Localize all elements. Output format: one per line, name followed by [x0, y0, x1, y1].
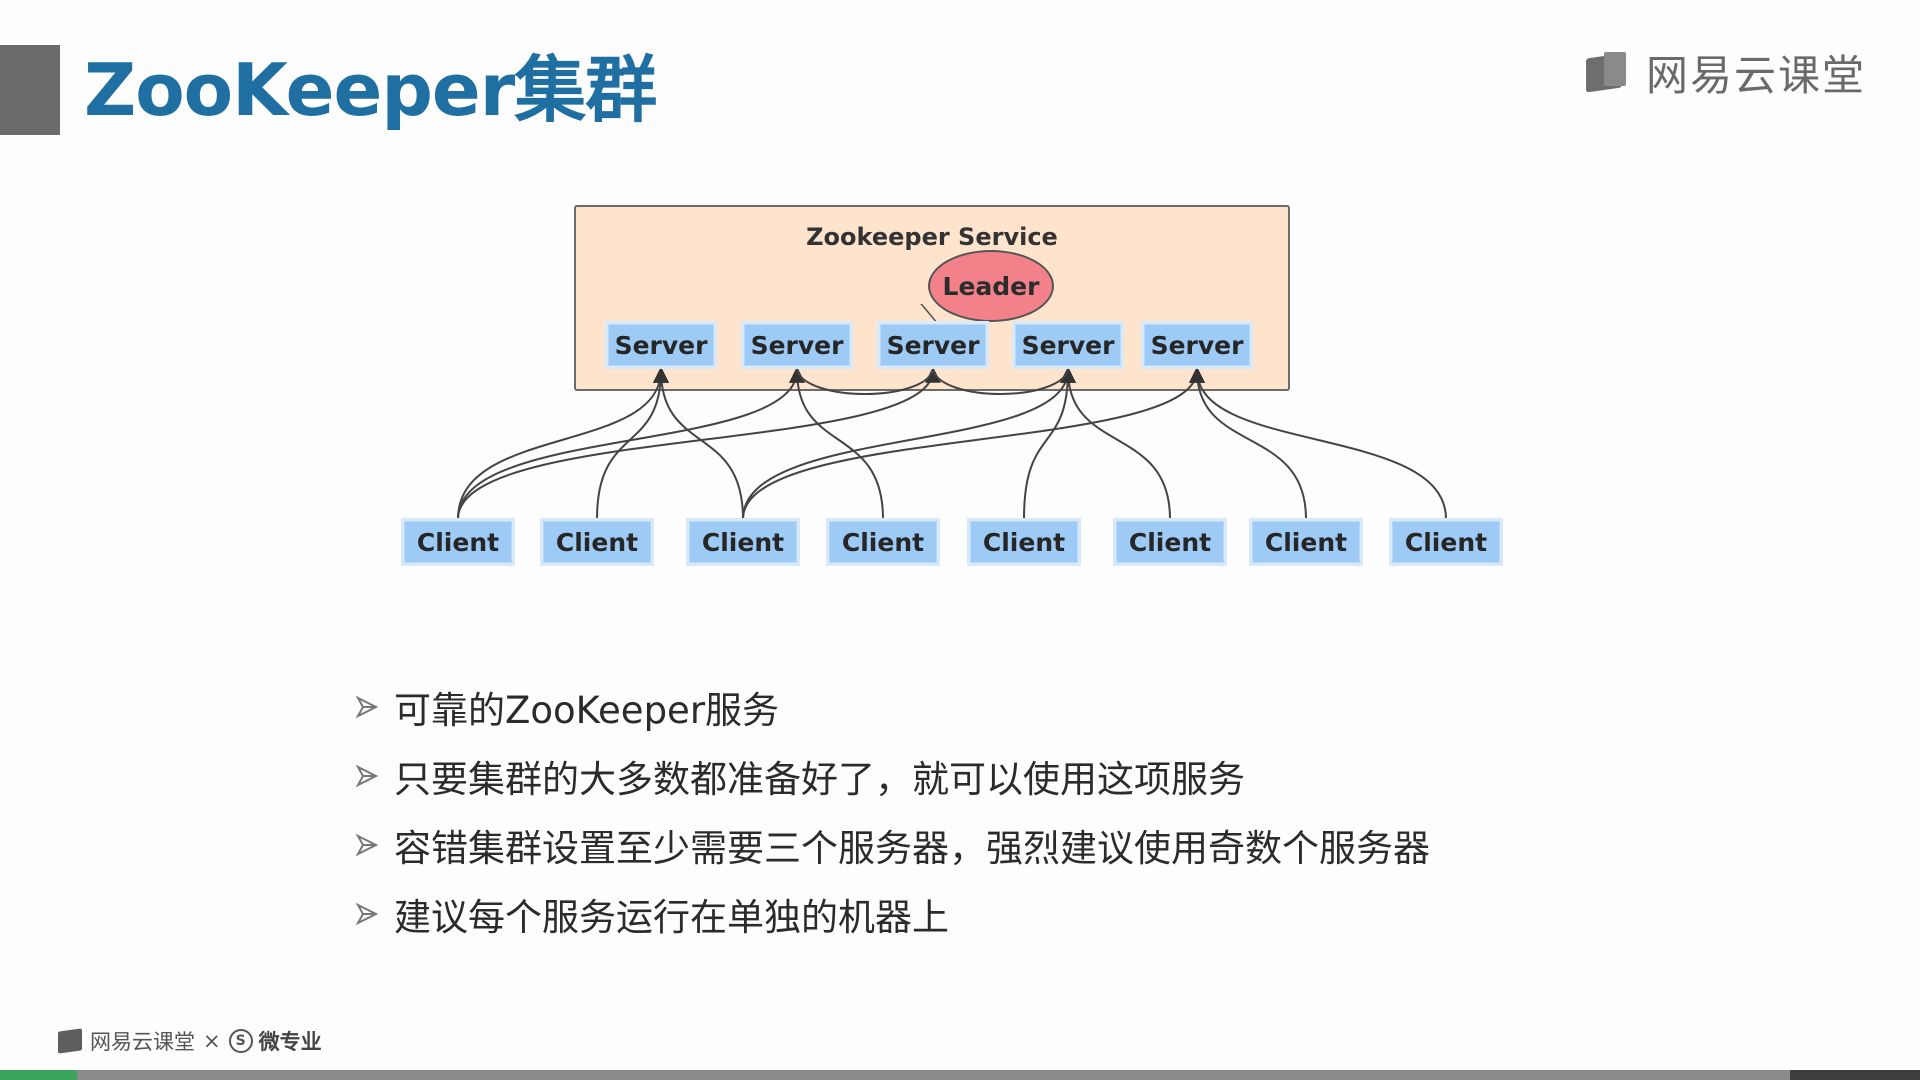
client-server-link [457, 366, 805, 520]
client-server-link [1189, 366, 1307, 520]
client-server-link [457, 366, 941, 520]
server-sync-link [796, 369, 934, 395]
client-node: Client [829, 521, 937, 563]
leader-bubble: Leader [928, 250, 1054, 322]
client-server-link [789, 366, 884, 520]
server-sync-link [932, 369, 1069, 395]
arrowhead-icon [352, 692, 382, 722]
footer-branding: 网易云课堂 × S 微专业 [58, 1026, 322, 1056]
book-icon [1586, 51, 1630, 94]
client-server-link [1023, 366, 1076, 520]
client-node: Client [543, 521, 651, 563]
client-node: Client [1392, 521, 1500, 563]
bullet-text: 容错集群设置至少需要三个服务器，强烈建议使用奇数个服务器 [394, 826, 1430, 870]
bullet-text: 建议每个服务运行在单独的机器上 [394, 895, 949, 939]
footer-partner: 微专业 [258, 1030, 322, 1054]
partner-logo-icon: S [228, 1029, 253, 1053]
client-server-link [1060, 366, 1171, 520]
client-node: Client [1252, 521, 1360, 563]
server-node: Server [608, 324, 714, 366]
server-node: Server [744, 324, 850, 366]
footer-separator: × [203, 1029, 221, 1053]
server-node: Server [1015, 324, 1121, 366]
footer-brand: 网易云课堂 [90, 1030, 195, 1054]
progress-fill [0, 1070, 77, 1080]
bullet-item: 可靠的ZooKeeper服务 [352, 672, 1430, 741]
server-node: Server [1144, 324, 1250, 366]
client-node: Client [970, 521, 1078, 563]
client-server-link [1189, 366, 1447, 520]
service-label: Zookeeper Service [806, 223, 1058, 251]
book-icon [58, 1028, 82, 1054]
client-server-link [742, 366, 1076, 520]
bullet-item: 建议每个服务运行在单独的机器上 [352, 879, 1430, 948]
client-node: Client [689, 521, 797, 563]
brand-name: 网易云课堂 [1645, 51, 1866, 100]
client-server-link [742, 366, 1205, 520]
video-progress-bar[interactable] [0, 1070, 1920, 1080]
arrowhead-icon [352, 830, 382, 860]
slide-title: ZooKeeper集群 [84, 48, 657, 132]
client-server-link [457, 366, 669, 520]
progress-buffer-end [1790, 1070, 1920, 1080]
arrowhead-icon [352, 761, 382, 791]
zookeeper-diagram: Zookeeper Service Leader Server Server Ser… [380, 195, 1520, 575]
bullet-list: 可靠的ZooKeeper服务 只要集群的大多数都准备好了，就可以使用这项服务 容… [352, 672, 1430, 948]
server-node: Server [880, 324, 986, 366]
client-node: Client [1116, 521, 1224, 563]
bullet-item: 只要集群的大多数都准备好了，就可以使用这项服务 [352, 741, 1430, 810]
brand-logo: 网易云课堂 [1586, 42, 1866, 103]
client-node: Client [404, 521, 512, 563]
title-accent-bar [0, 45, 60, 135]
bullet-text: 可靠的ZooKeeper服务 [394, 688, 780, 732]
connection-lines [457, 366, 1447, 520]
arrowhead-icon [352, 899, 382, 929]
bullet-item: 容错集群设置至少需要三个服务器，强烈建议使用奇数个服务器 [352, 810, 1430, 879]
bullet-text: 只要集群的大多数都准备好了，就可以使用这项服务 [394, 757, 1245, 801]
